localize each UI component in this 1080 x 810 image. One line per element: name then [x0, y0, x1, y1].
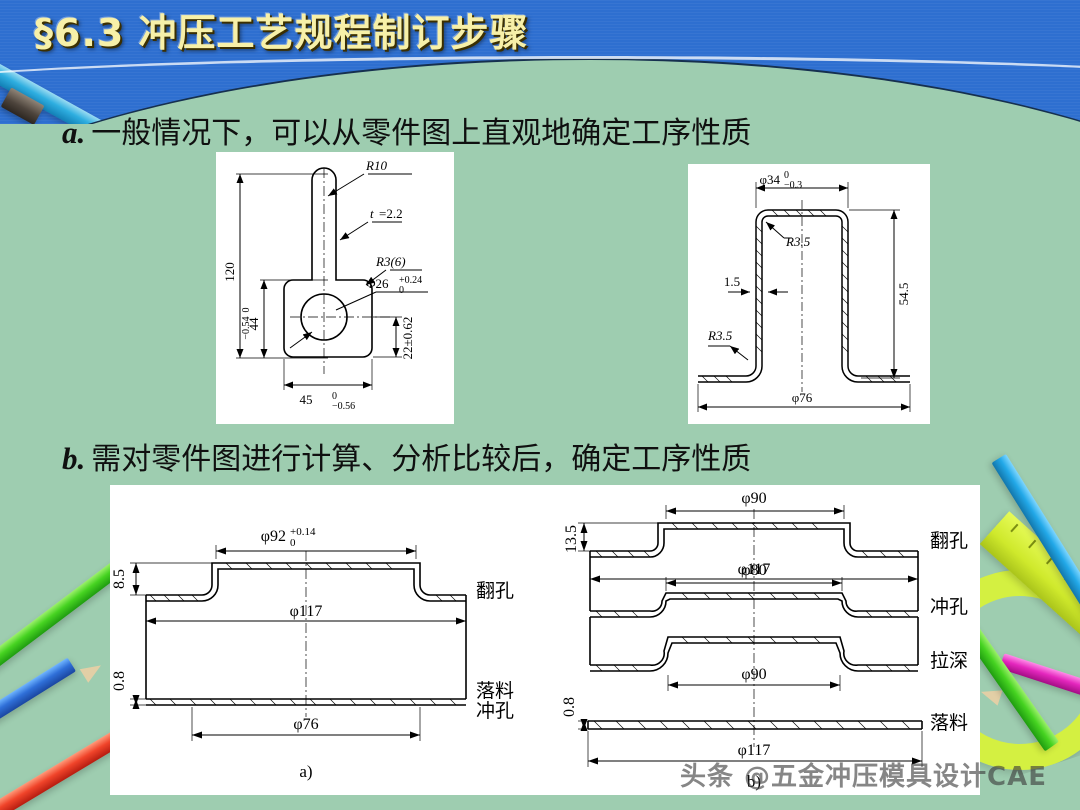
svg-text:φ117: φ117 — [738, 742, 771, 759]
figure-flat-part-panel: R10 t =2.2 R3(6) Φ26 +0.24 0 120 44 0 −0… — [216, 152, 454, 424]
svg-text:t: t — [370, 206, 374, 221]
blue-pencil-decoration — [0, 657, 77, 735]
svg-text:0: 0 — [290, 537, 296, 549]
svg-text:翻孔: 翻孔 — [476, 580, 514, 602]
figure-drawn-section-drawing: φ34 0 −0.3 R3.5 R3.5 1.5 54.5 φ76 — [697, 170, 911, 412]
magenta-pencil-tip-decoration — [978, 684, 1003, 706]
svg-text:b): b) — [747, 772, 761, 791]
svg-text:φ76: φ76 — [293, 716, 318, 733]
blue-pencil-tip-decoration — [79, 658, 106, 683]
title-banner: §6.3 冲压工艺规程制订步骤 — [0, 0, 1080, 124]
svg-text:a): a) — [299, 762, 312, 781]
bullet-marker-b: b. — [62, 441, 86, 476]
svg-text:φ90: φ90 — [741, 490, 766, 507]
svg-text:0: 0 — [399, 285, 404, 296]
bullet-text-b: 需对零件图进行计算、分析比较后，确定工序性质 — [91, 442, 752, 477]
svg-text:φ90: φ90 — [741, 666, 766, 683]
svg-text:φ76: φ76 — [792, 390, 813, 405]
svg-text:R3.5: R3.5 — [785, 234, 811, 249]
svg-text:落料: 落料 — [930, 712, 968, 734]
figure-drawn-section-panel: φ34 0 −0.3 R3.5 R3.5 1.5 54.5 φ76 — [688, 164, 930, 424]
svg-text:13.5: 13.5 — [563, 525, 580, 553]
svg-text:φ92: φ92 — [261, 528, 286, 545]
svg-text:−0.3: −0.3 — [784, 180, 802, 191]
svg-text:0: 0 — [332, 391, 337, 402]
svg-text:−0.56: −0.56 — [332, 401, 355, 412]
svg-text:Φ26: Φ26 — [366, 276, 389, 291]
svg-text:0.8: 0.8 — [111, 671, 128, 691]
svg-text:翻孔: 翻孔 — [930, 530, 968, 552]
figure-process-comparison-panel: φ92 +0.14 0 φ117 φ76 8.5 0.8 翻孔 落料 冲孔 a) — [110, 485, 980, 795]
svg-text:45: 45 — [300, 392, 313, 407]
svg-text:−0.54: −0.54 — [241, 316, 252, 339]
figure-process-comparison-drawing: φ92 +0.14 0 φ117 φ76 8.5 0.8 翻孔 落料 冲孔 a) — [111, 490, 968, 791]
svg-text:=2.2: =2.2 — [379, 206, 403, 221]
svg-text:+0.24: +0.24 — [399, 275, 422, 286]
watermark-text: 头条 @五金冲压模具设计CAE — [680, 762, 1048, 792]
page-title: §6.3 冲压工艺规程制订步骤 — [34, 11, 529, 55]
svg-text:1.5: 1.5 — [724, 274, 740, 289]
svg-text:54.5: 54.5 — [896, 283, 911, 306]
svg-text:R3.5: R3.5 — [707, 328, 733, 343]
svg-text:0: 0 — [784, 170, 789, 181]
svg-text:冲孔: 冲孔 — [930, 596, 968, 618]
svg-text:φ34: φ34 — [759, 172, 780, 187]
svg-text:8.5: 8.5 — [111, 569, 128, 589]
subfigure-b: φ90 φ117 x x x φ90 φ117 13.5 0.8 翻孔 冲孔 拉… — [561, 490, 968, 791]
figure-flat-part-drawing: R10 t =2.2 R3(6) Φ26 +0.24 0 120 44 0 −0… — [222, 158, 428, 412]
svg-text:120: 120 — [222, 262, 237, 282]
svg-text:拉深: 拉深 — [930, 650, 968, 672]
bullet-text-a: 一般情况下，可以从零件图上直观地确定工序性质 — [91, 116, 752, 151]
svg-text:φ117: φ117 — [738, 561, 771, 578]
svg-text:22±0.62: 22±0.62 — [400, 317, 415, 360]
svg-text:φ80: φ80 — [741, 562, 766, 579]
svg-text:R3(6): R3(6) — [375, 254, 406, 269]
ruler-decoration — [979, 511, 1080, 645]
bullet-marker-a: a. — [62, 115, 86, 150]
blue-pencil-right-decoration — [991, 453, 1080, 642]
svg-text:44: 44 — [246, 317, 261, 331]
svg-text:φ117: φ117 — [290, 603, 323, 620]
bullet-line-b: b.需对零件图进行计算、分析比较后，确定工序性质 — [62, 434, 751, 478]
bullet-line-a: a.一般情况下，可以从零件图上直观地确定工序性质 — [62, 108, 751, 152]
svg-text:R10: R10 — [365, 158, 387, 173]
svg-text:+0.14: +0.14 — [290, 526, 316, 538]
svg-text:0.8: 0.8 — [561, 697, 578, 717]
svg-text:0: 0 — [241, 308, 252, 313]
svg-text:落料: 落料 — [476, 680, 514, 702]
magenta-pencil-decoration — [999, 653, 1080, 706]
svg-text:冲孔: 冲孔 — [476, 700, 514, 722]
subfigure-a: φ92 +0.14 0 φ117 φ76 8.5 0.8 翻孔 落料 冲孔 a) — [111, 526, 514, 781]
